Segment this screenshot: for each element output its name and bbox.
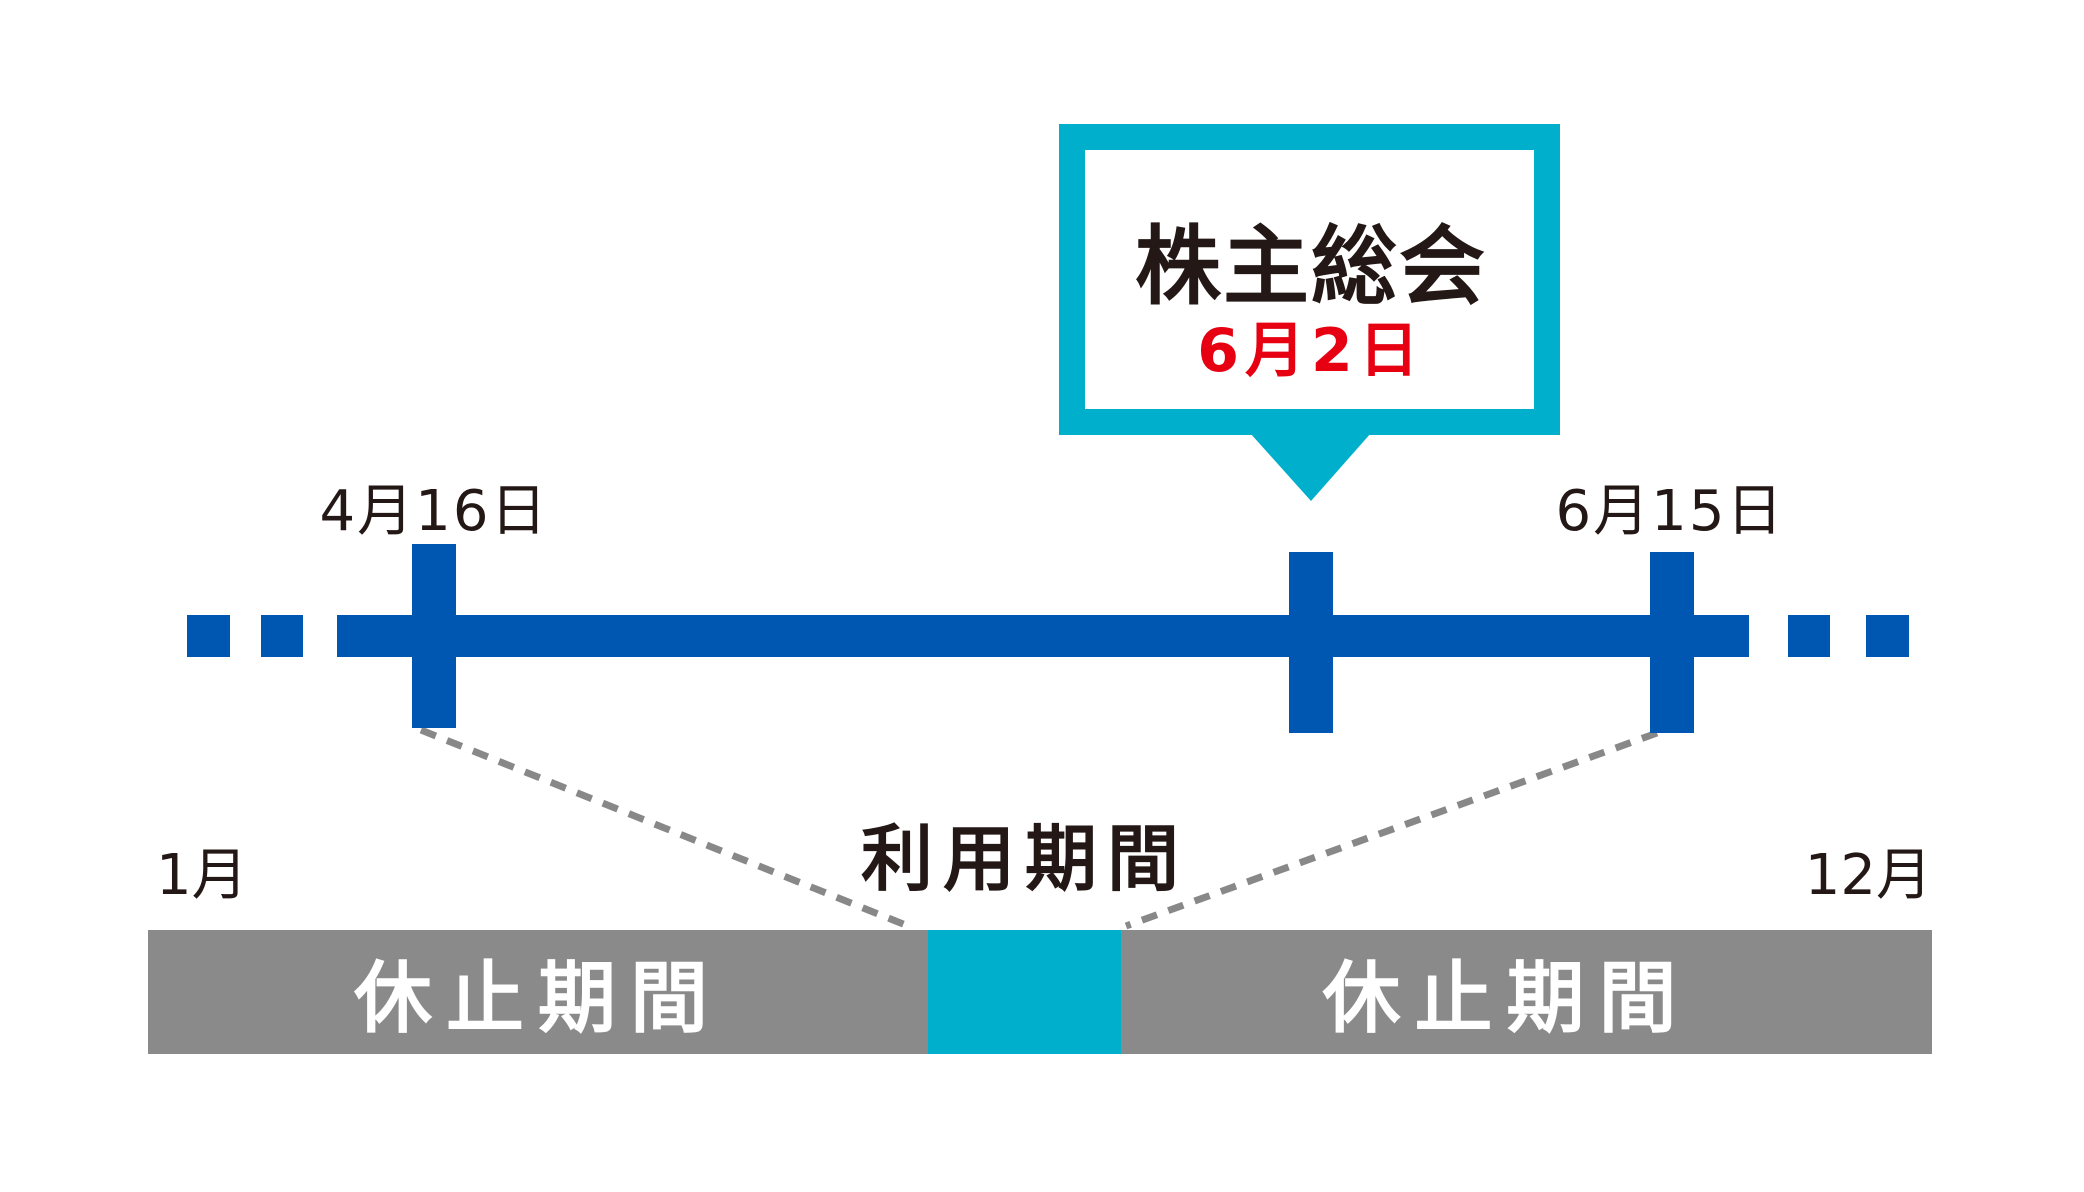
inactive-label-left: 休止期間	[353, 954, 722, 1044]
timeline-dash	[261, 615, 303, 657]
inactive-segment-left: 休止期間	[148, 930, 928, 1054]
callout-date: 6月2日	[1197, 316, 1425, 386]
month-end-label: 12月	[1804, 843, 1932, 908]
start-date-label: 4月16日	[319, 479, 549, 544]
inactive-label-right: 休止期間	[1322, 954, 1691, 1044]
timeline-bar	[337, 615, 1749, 657]
callout-title: 株主総会	[1135, 217, 1487, 317]
callout-pointer	[1250, 433, 1371, 501]
usage-segment	[928, 930, 1121, 1054]
month-start-label: 1月	[156, 843, 248, 908]
dotted-connector-right	[1124, 729, 1659, 930]
timeline-dash	[1866, 615, 1909, 657]
end-date-label: 6月15日	[1555, 479, 1785, 544]
dotted-connector-left	[419, 726, 910, 930]
inactive-segment-right: 休止期間	[1121, 930, 1932, 1054]
tick-start	[412, 544, 456, 728]
timeline-dash	[1788, 615, 1830, 657]
event-callout	[1059, 124, 1560, 435]
tick-end	[1650, 552, 1694, 733]
tick-event	[1289, 552, 1333, 733]
usage-period-label: 利用期間	[860, 817, 1190, 901]
timeline-dash	[187, 615, 230, 657]
